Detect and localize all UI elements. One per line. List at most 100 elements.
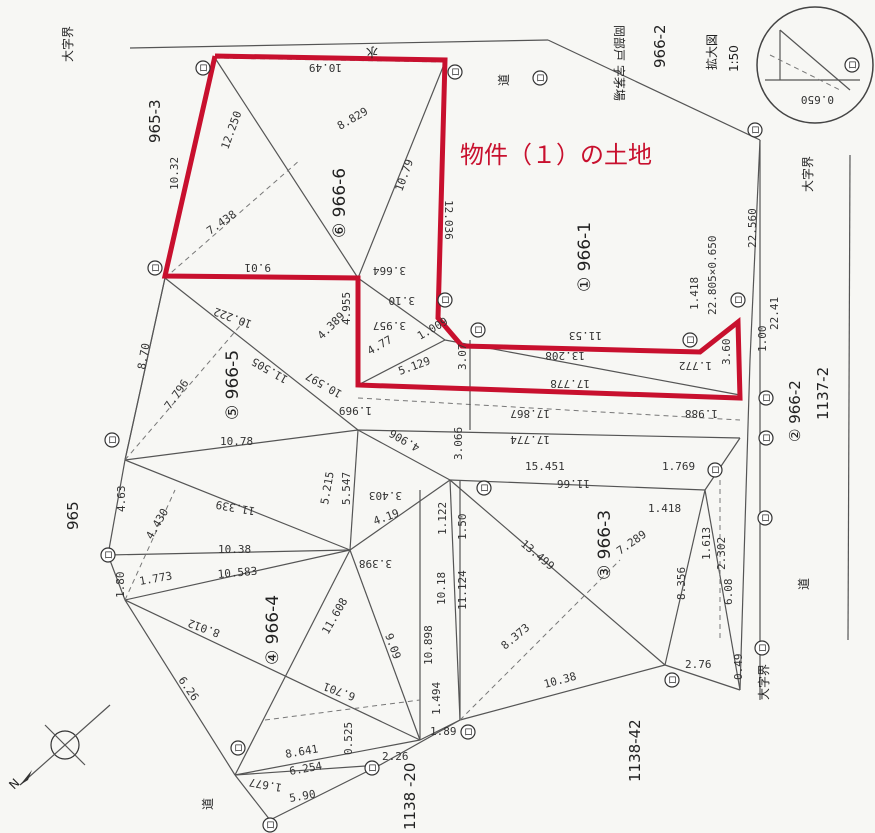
svg-text:8.641: 8.641 [284, 742, 319, 761]
svg-text:1.769: 1.769 [662, 460, 695, 473]
marker-point: ロ [460, 724, 476, 740]
svg-text:0.49: 0.49 [732, 654, 745, 681]
marker-point: ロ [747, 122, 763, 138]
svg-text:4.77: 4.77 [365, 333, 394, 358]
inset-value: 0.650 [801, 93, 834, 106]
svg-text:1.122: 1.122 [436, 502, 449, 535]
svg-text:15.451: 15.451 [525, 460, 565, 473]
svg-text:1.988: 1.988 [685, 407, 718, 420]
area-formula: 22.805×0.650 [706, 236, 719, 315]
svg-text:1.009: 1.009 [415, 315, 450, 343]
boundary-label-e: 大字界 [800, 156, 815, 192]
svg-text:1.494: 1.494 [430, 682, 443, 715]
svg-text:ロ: ロ [480, 484, 489, 494]
marker-point: ロ [758, 430, 774, 446]
svg-text:12.036: 12.036 [442, 200, 455, 240]
lot-1137-2: 1137-2 [814, 367, 832, 420]
water-label: 水 [366, 45, 378, 59]
svg-text:3.60: 3.60 [720, 339, 733, 366]
lot-966-2: ② 966-2 [786, 380, 804, 442]
marker-point: ロ [476, 480, 492, 496]
svg-text:10.38: 10.38 [542, 670, 577, 691]
svg-text:ロ: ロ [234, 744, 243, 754]
lot-1138-42: 1138-42 [626, 719, 644, 782]
svg-text:ロ: ロ [474, 326, 483, 336]
svg-text:1.418: 1.418 [648, 502, 681, 515]
svg-text:13.208: 13.208 [545, 349, 585, 362]
plot-1-title: 物件（１）の土地 [460, 141, 652, 169]
svg-text:1.80: 1.80 [114, 572, 127, 599]
svg-text:8.70: 8.70 [135, 342, 152, 370]
svg-text:7.796: 7.796 [162, 377, 192, 412]
marker-point: ロ [262, 817, 278, 833]
north-arrow-icon: N [6, 704, 111, 792]
svg-text:ロ: ロ [668, 676, 677, 686]
svg-text:ロ: ロ [686, 336, 695, 346]
svg-text:10.49: 10.49 [309, 61, 342, 74]
svg-text:1.772: 1.772 [679, 359, 712, 372]
plot-1-outline [161, 53, 743, 401]
svg-text:10.78: 10.78 [220, 435, 253, 448]
svg-text:8.829: 8.829 [335, 105, 370, 133]
svg-text:5.90: 5.90 [288, 788, 316, 805]
svg-text:ロ: ロ [711, 466, 720, 476]
inset-enlarged-view: 0.650 拡大図 1:50 [705, 6, 874, 124]
svg-text:2.26: 2.26 [382, 750, 409, 763]
boundary-label-se: 大字界 [756, 664, 771, 700]
svg-text:ロ: ロ [441, 296, 450, 306]
svg-text:6.26: 6.26 [176, 674, 202, 703]
svg-text:4.430: 4.430 [143, 506, 171, 541]
lot-1138-20: 1138 -20 [401, 763, 419, 830]
marker-point: ロ [195, 60, 211, 76]
svg-text:4.955: 4.955 [340, 292, 353, 325]
marker-point: ロ [757, 510, 773, 526]
marker-point: ロ [758, 390, 774, 406]
svg-text:13.499: 13.499 [518, 537, 557, 573]
marker-point: ロ [844, 57, 860, 73]
svg-text:10.79: 10.79 [393, 157, 417, 193]
svg-text:7.289: 7.289 [614, 528, 649, 558]
svg-text:ロ: ロ [464, 728, 473, 738]
road-label-e: 道 [797, 578, 811, 590]
svg-text:ロ: ロ [762, 394, 771, 404]
svg-text:17.867: 17.867 [510, 407, 550, 420]
svg-text:1.418: 1.418 [688, 277, 701, 310]
marker-point: ロ [470, 322, 486, 338]
marker-point: ロ [754, 640, 770, 656]
road-label-sw: 道 [201, 798, 215, 810]
svg-text:12.250: 12.250 [219, 109, 245, 151]
svg-text:1.613: 1.613 [700, 527, 713, 560]
svg-text:8.012: 8.012 [186, 616, 222, 640]
svg-text:10.18: 10.18 [435, 572, 448, 605]
svg-text:3.066: 3.066 [452, 427, 465, 460]
svg-text:1.89: 1.89 [430, 725, 457, 738]
svg-text:11.339: 11.339 [215, 498, 256, 518]
svg-text:2.302: 2.302 [715, 537, 728, 570]
svg-text:10.597: 10.597 [303, 369, 344, 400]
svg-text:ロ: ロ [848, 61, 857, 71]
svg-text:1.969: 1.969 [339, 404, 372, 417]
marker-point: ロ [532, 70, 548, 86]
svg-text:17.774: 17.774 [510, 433, 550, 446]
svg-text:3.957: 3.957 [373, 319, 406, 332]
svg-text:ロ: ロ [108, 436, 117, 446]
svg-text:10.32: 10.32 [168, 157, 181, 190]
svg-text:7.438: 7.438 [204, 208, 239, 238]
svg-text:N: N [6, 776, 22, 792]
neighbor-owner: 岡部戸 字茅場 [612, 25, 627, 101]
svg-text:22.41: 22.41 [768, 297, 781, 330]
svg-text:22.560: 22.560 [746, 208, 759, 248]
svg-text:1.773: 1.773 [138, 569, 173, 588]
svg-text:3.403: 3.403 [369, 489, 402, 502]
svg-text:3.664: 3.664 [373, 264, 406, 277]
svg-text:5.215: 5.215 [318, 471, 337, 506]
marker-point: ロ [100, 547, 116, 563]
svg-text:4.63: 4.63 [115, 486, 128, 513]
svg-text:1.00: 1.00 [756, 326, 769, 353]
svg-text:17.778: 17.778 [550, 377, 590, 390]
svg-text:3.10: 3.10 [389, 294, 416, 307]
svg-text:3.398: 3.398 [359, 557, 392, 570]
svg-text:ロ: ロ [104, 551, 113, 561]
dimension-labels: 10.49 8.829 12.250 10.32 10.79 12.036 7.… [114, 61, 781, 805]
svg-text:11.53: 11.53 [569, 329, 602, 342]
